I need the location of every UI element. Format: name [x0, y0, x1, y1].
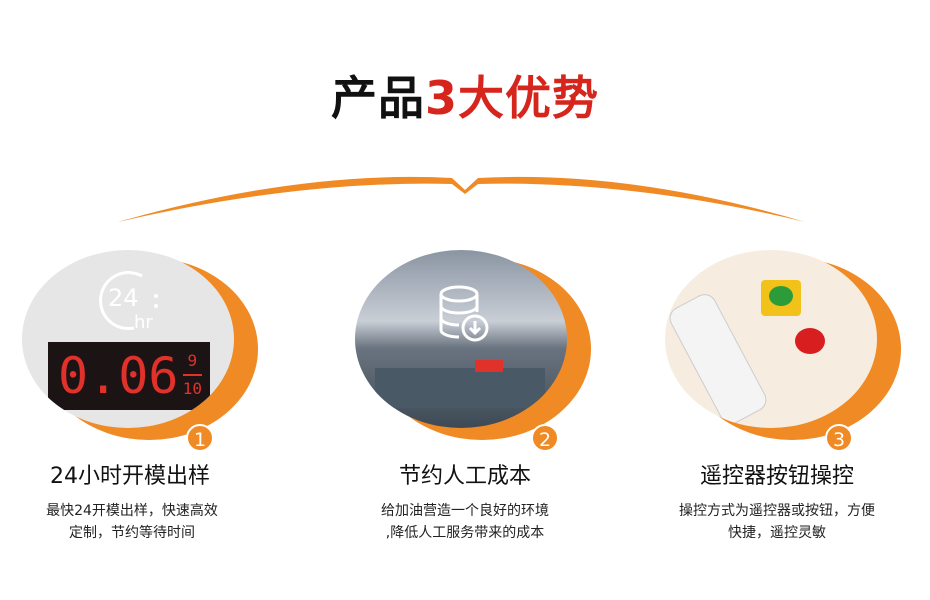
remote-control-icon [665, 289, 771, 428]
feature-title: 遥控器按钮操控 [699, 464, 854, 489]
feature-desc: 给加油营造一个良好的环境,降低人工服务带来的成本 [381, 503, 549, 541]
number-badge: 3 [825, 424, 853, 452]
green-button-box [761, 280, 801, 316]
feature-title: 节约人工成本 [398, 464, 531, 489]
feature-image-remote [665, 250, 877, 428]
svg-text:24: 24 [108, 284, 139, 312]
red-button [795, 328, 825, 354]
decorative-arc [118, 176, 805, 222]
feature-desc: 操控方式为遥控器或按钮，方便快捷，遥控灵敏 [679, 503, 875, 541]
number-badge: 2 [531, 424, 559, 452]
feature-image-gas-station [355, 250, 567, 428]
feature-card-3: 3 [665, 250, 905, 452]
title-prefix: 产品 [330, 71, 425, 125]
database-download-icon [439, 285, 489, 342]
feature-card-2: 2 [355, 250, 595, 452]
title-highlight: 3大优势 [424, 71, 599, 125]
24hr-clock-icon: 24 hr [99, 271, 158, 333]
page-title: 产品3大优势 [0, 62, 930, 128]
svg-text:hr: hr [134, 312, 153, 333]
feature-title: 24小时开模出样 [50, 464, 210, 489]
number-badge: 1 [186, 424, 214, 452]
feature-desc: 最快24开模出样，快速高效定制，节约等待时间 [46, 503, 218, 541]
